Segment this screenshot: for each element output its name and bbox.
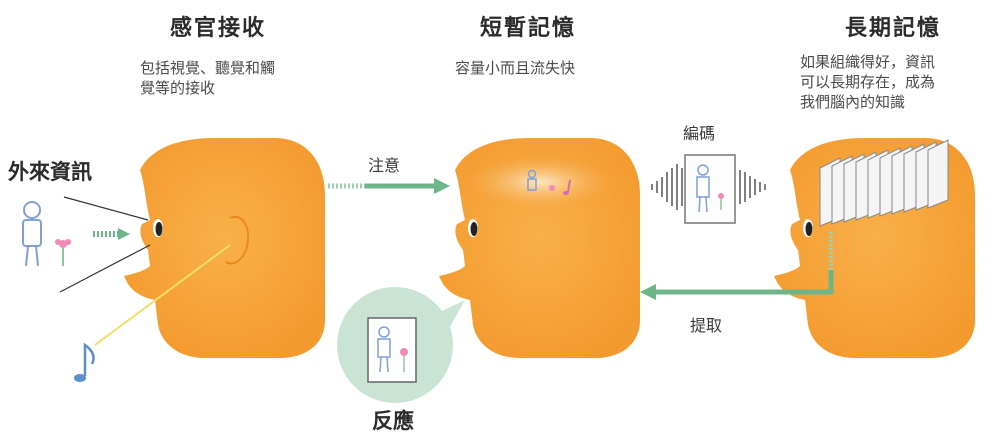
response-bubble bbox=[337, 287, 465, 403]
sensory-desc-line-1: 包括視覺、聽覺和觸 bbox=[140, 59, 276, 77]
response-label: 反應 bbox=[372, 409, 414, 433]
sound-line bbox=[94, 244, 231, 346]
short-term-desc: 容量小而且流失快 bbox=[455, 59, 576, 77]
long-term-desc-line-1: 如果組織得好，資訊 bbox=[800, 53, 936, 71]
attention-arrow bbox=[328, 178, 450, 194]
encoded-card-icon bbox=[684, 154, 736, 224]
long-term-title: 長期記憶 bbox=[845, 16, 942, 41]
input-arrow bbox=[93, 228, 130, 240]
music-note-icon bbox=[74, 342, 95, 382]
sight-line-bottom bbox=[59, 244, 151, 293]
short-term-head bbox=[439, 138, 640, 358]
person-figure-icon bbox=[22, 201, 42, 267]
retrieval-label: 提取 bbox=[690, 316, 723, 335]
short-term-title: 短暫記憶 bbox=[480, 16, 577, 41]
long-term-desc-line-3: 我們腦內的知識 bbox=[800, 93, 906, 111]
encoding-label: 編碼 bbox=[683, 124, 716, 143]
flower-icon bbox=[55, 239, 71, 266]
attention-label: 注意 bbox=[368, 156, 401, 175]
sensory-title: 感官接收 bbox=[170, 16, 267, 41]
input-label: 外來資訊 bbox=[8, 160, 92, 184]
sound-wave-icon bbox=[651, 164, 766, 210]
long-term-desc-line-2: 可以長期存在，成為 bbox=[800, 73, 936, 91]
sight-line-top bbox=[63, 196, 149, 221]
retrieval-arrow bbox=[640, 232, 834, 300]
memory-cards-icon bbox=[819, 139, 949, 227]
sensory-desc-line-2: 覺等的接收 bbox=[140, 79, 216, 97]
small-figure-icon bbox=[527, 169, 537, 191]
